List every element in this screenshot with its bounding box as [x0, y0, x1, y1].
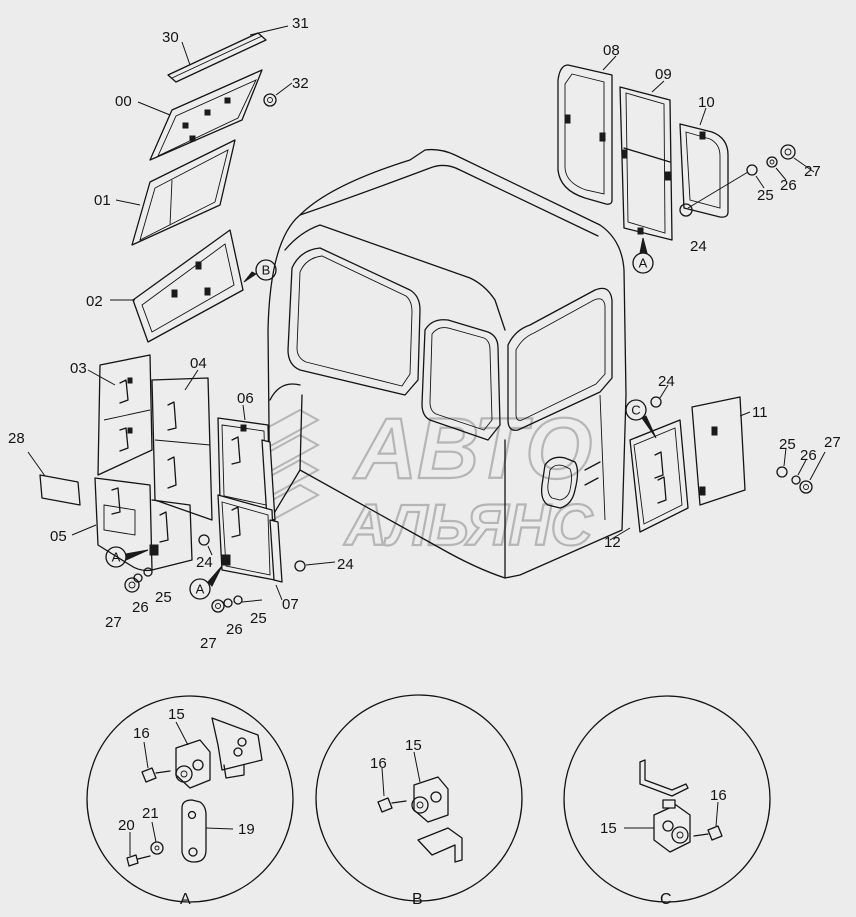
marker-a-upper: A: [639, 256, 648, 271]
side-panels-left: [39, 354, 336, 613]
nut-icon: [263, 93, 277, 107]
watermark-line1: АВТО: [353, 401, 592, 497]
label-25-left: 25: [155, 589, 172, 606]
part-label-07: 07: [282, 596, 299, 613]
part-label-31: 31: [292, 15, 309, 32]
label-24-left: 24: [196, 554, 213, 571]
label-27-center: 27: [200, 635, 217, 652]
part-label-00: 00: [115, 93, 132, 110]
part-label-04: 04: [190, 355, 207, 372]
label-25-center: 25: [250, 610, 267, 627]
part-label-05: 05: [50, 528, 67, 545]
part-label-11: 11: [752, 404, 768, 421]
detail-a-label-19: 19: [238, 821, 255, 838]
detail-b-label-16: 16: [370, 755, 387, 772]
detail-view-b: 15 16 B: [315, 694, 523, 908]
marker-b: B: [262, 263, 271, 278]
label-25-right: 25: [779, 436, 796, 453]
label-27-left: 27: [105, 614, 122, 631]
part-label-06: 06: [237, 390, 254, 407]
cab-body: [267, 148, 627, 579]
hardware-labels: 25 26 27 24 24 25 26 27 24 25 26 27 25 2…: [105, 163, 841, 652]
marker-a-left: A: [112, 550, 121, 565]
label-26-center: 26: [226, 621, 243, 638]
reference-markers: B A A A C: [105, 237, 657, 600]
detail-a-caption: A: [180, 891, 191, 908]
part-label-03: 03: [70, 360, 87, 377]
marker-a-center: A: [196, 582, 205, 597]
part-label-12: 12: [604, 534, 621, 551]
part-labels: 30 31 32 00 01 02 03 04 05 06 07 08 09 1…: [8, 15, 768, 613]
detail-c-label-15: 15: [600, 820, 617, 837]
detail-c-label-16: 16: [710, 787, 727, 804]
label-24-upper: 24: [690, 238, 707, 255]
label-27-right: 27: [824, 434, 841, 451]
watermark-line2: АЛЬЯНС: [343, 493, 593, 558]
part-label-08: 08: [603, 42, 620, 59]
detail-a-label-16: 16: [133, 725, 150, 742]
part-label-28: 28: [8, 430, 25, 447]
detail-b-label-15: 15: [405, 737, 422, 754]
detail-c-caption: C: [660, 891, 672, 908]
leader-lines: [27, 25, 826, 603]
detail-a-label-20: 20: [118, 817, 135, 834]
part-label-01: 01: [94, 192, 111, 209]
detail-view-c: 16 15 C: [563, 695, 771, 908]
watermark: АВТО АЛЬЯНС: [233, 400, 595, 559]
detail-b-caption: B: [412, 891, 423, 908]
label-27-upper: 27: [804, 163, 821, 180]
part-label-09: 09: [655, 66, 672, 83]
detail-view-a: 15 16 19 20 21 A: [86, 695, 294, 908]
part-label-32: 32: [292, 75, 309, 92]
window-panels-right: [557, 64, 796, 241]
label-24-center: 24: [337, 556, 354, 573]
label-26-right: 26: [800, 447, 817, 464]
part-label-10: 10: [698, 94, 715, 111]
roof-panels: [131, 32, 277, 343]
part-label-30: 30: [162, 29, 179, 46]
label-26-upper: 26: [780, 177, 797, 194]
part-label-02: 02: [86, 293, 103, 310]
label-26-left: 26: [132, 599, 149, 616]
detail-a-label-15: 15: [168, 706, 185, 723]
marker-c: C: [631, 403, 640, 418]
detail-a-label-21: 21: [142, 805, 159, 822]
label-25-upper: 25: [757, 187, 774, 204]
side-panels-right: [629, 396, 813, 533]
label-24-right: 24: [658, 373, 675, 390]
